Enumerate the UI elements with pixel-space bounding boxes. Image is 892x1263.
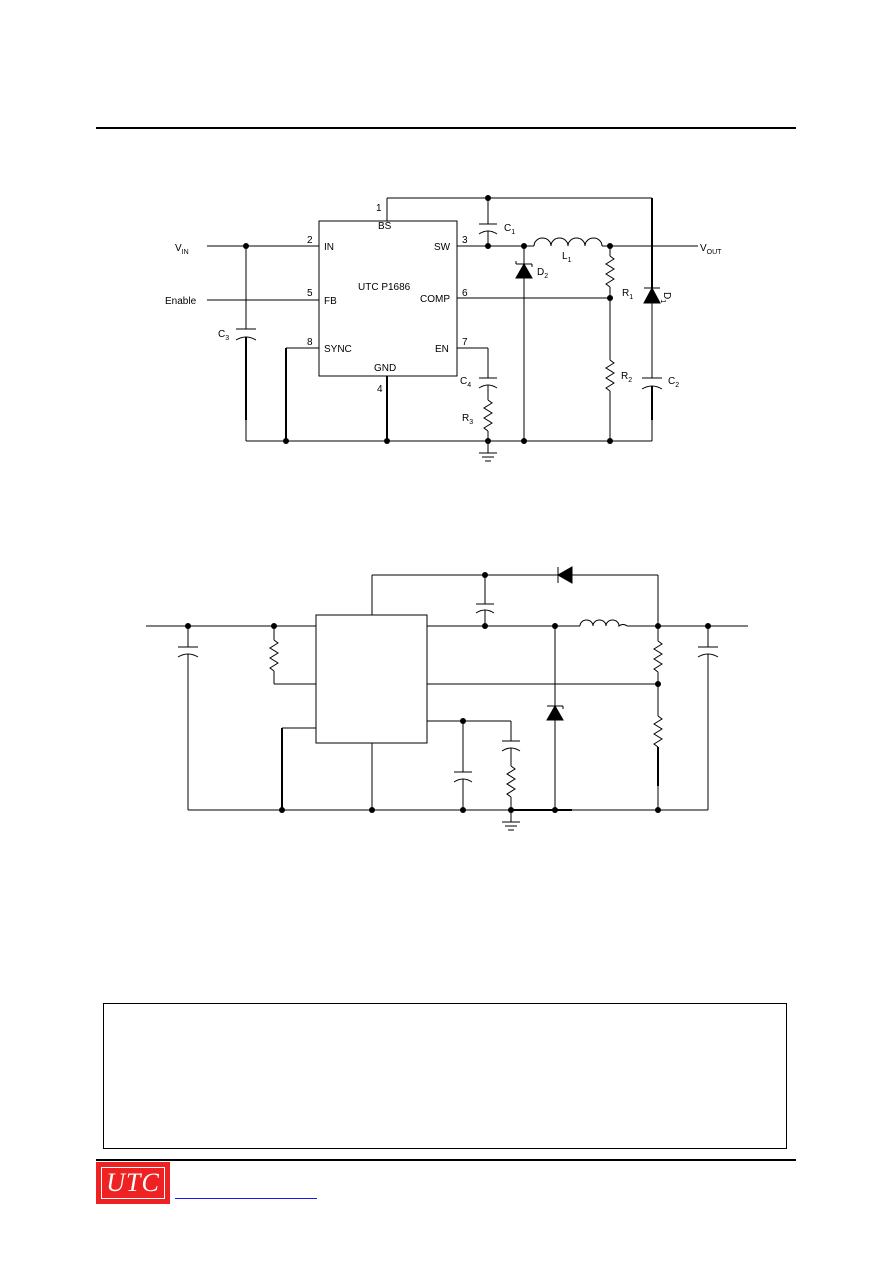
pin-fb-label: FB [324, 296, 337, 307]
junction-dots-1 [243, 195, 613, 444]
l1-label: L1 [562, 251, 572, 264]
pin-number-1: 1 [376, 203, 382, 214]
circuit-1-wiring [207, 197, 698, 462]
diode-d1-icon [643, 286, 661, 304]
diode-d2-icon [515, 261, 533, 279]
circuit-2-wiring [146, 574, 748, 831]
pin-comp-label: COMP [420, 294, 450, 305]
diode-freewheel-icon [546, 704, 564, 721]
pin-en-label: EN [435, 344, 449, 355]
c1-label: C1 [504, 223, 515, 236]
pin-number-7: 7 [462, 337, 468, 348]
circuit-1-labels: UTC P1686 BS IN FB SYNC GND SW COMP EN 1… [165, 203, 722, 426]
pin-sw-label: SW [434, 242, 451, 253]
pin-number-5: 5 [307, 288, 313, 299]
pin-number-3: 3 [462, 235, 468, 246]
r3-label: R3 [462, 413, 473, 426]
utc-logo: UTC [96, 1162, 170, 1204]
junction-dots-2 [185, 572, 711, 813]
pin-gnd-label: GND [374, 363, 396, 374]
vin-label: VIN [175, 243, 189, 256]
r1-label: R1 [622, 288, 633, 301]
pin-number-8: 8 [307, 337, 313, 348]
ic-body-2 [315, 614, 428, 744]
c4-label: C4 [460, 376, 471, 389]
footer-rule [96, 1159, 796, 1161]
pin-bs-label: BS [378, 221, 392, 232]
pin-number-6: 6 [462, 288, 468, 299]
r2-label: R2 [621, 371, 632, 384]
pin-number-4: 4 [377, 384, 383, 395]
d1-label: D1 [659, 292, 672, 303]
chip-name: UTC P1686 [358, 282, 411, 293]
notice-box [103, 1003, 787, 1149]
pin-in-label: IN [324, 242, 334, 253]
vout-label: VOUT [700, 243, 722, 256]
enable-label: Enable [165, 296, 197, 307]
pin-sync-label: SYNC [324, 344, 352, 355]
d2-label: D2 [537, 267, 548, 280]
header-rule [96, 127, 796, 129]
c3-label: C3 [218, 329, 229, 342]
diode-top-icon [556, 566, 573, 584]
c2-label: C2 [668, 376, 679, 389]
pin-number-2: 2 [307, 235, 313, 246]
logo-text: UTC [101, 1167, 165, 1199]
website-link[interactable] [175, 1182, 317, 1199]
